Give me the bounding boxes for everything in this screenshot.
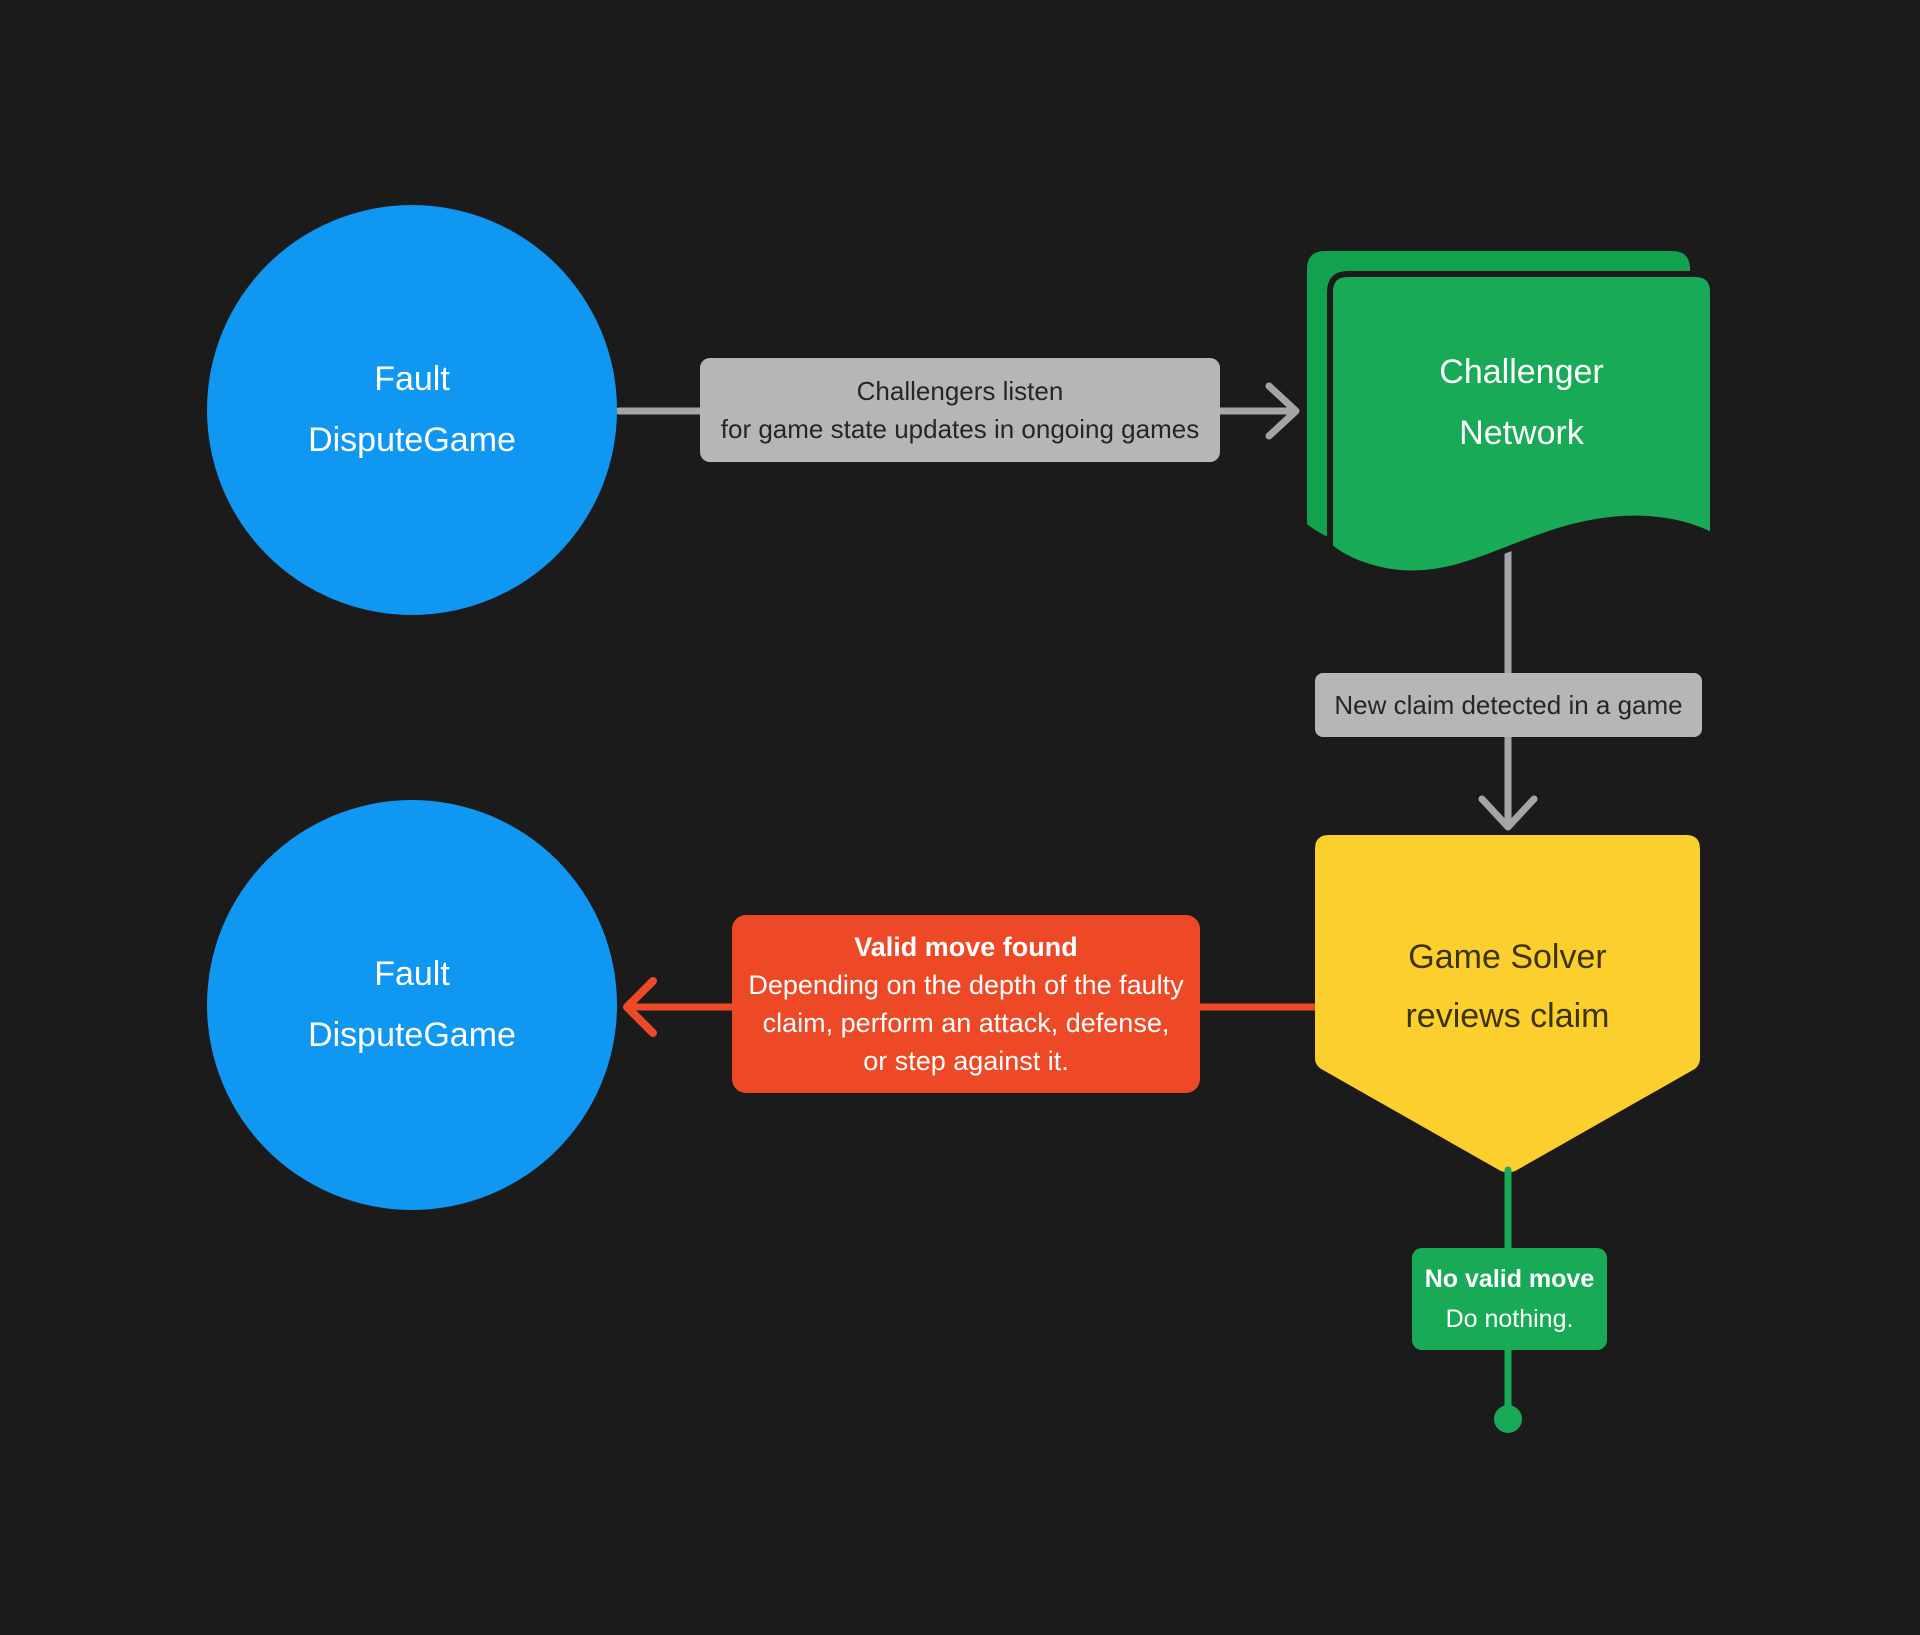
terminal-dot-icon [1494, 1405, 1522, 1433]
edge-label-line: New claim detected in a game [1334, 690, 1683, 720]
node-label-line: Fault [374, 955, 450, 993]
node-label-line: Challenger [1439, 353, 1604, 391]
callout-valid-move: Valid move found Depending on the depth … [732, 915, 1200, 1093]
node-label-line: DisputeGame [308, 421, 516, 459]
callout-no-valid-move: No valid move Do nothing. [1412, 1248, 1607, 1350]
node-fault-dispute-game-top: Fault DisputeGame [207, 205, 617, 615]
node-fault-dispute-game-bottom: Fault DisputeGame [207, 800, 617, 1210]
node-label-line: Network [1459, 414, 1584, 452]
node-label-line: Game Solver [1408, 938, 1607, 976]
callout-body-line: claim, perform an attack, defense, [762, 1008, 1170, 1038]
callout-body-line: Depending on the depth of the faulty [748, 970, 1184, 1000]
challenger-network-shape [1307, 251, 1716, 577]
node-game-solver: Game Solver reviews claim [1315, 928, 1700, 1046]
callout-title: Valid move found [854, 932, 1078, 962]
node-label-line: DisputeGame [308, 1016, 516, 1054]
node-label-line: reviews claim [1405, 997, 1610, 1035]
node-label-line: Fault [374, 360, 450, 398]
edge-label-challengers-listen: Challengers listen for game state update… [700, 358, 1220, 462]
edge-label-line: Challengers listen [856, 376, 1064, 406]
callout-body-line: Do nothing. [1445, 1305, 1574, 1333]
game-solver-shape [1315, 835, 1700, 1173]
callout-title: No valid move [1424, 1265, 1595, 1293]
edge-label-new-claim: New claim detected in a game [1315, 673, 1702, 737]
arrow-down-icon [1478, 795, 1538, 831]
arrow-left-icon [623, 977, 657, 1037]
arrow-right-icon [1265, 382, 1300, 440]
document-front-shape [1327, 271, 1716, 577]
node-challenger-network: Challenger Network [1330, 342, 1713, 464]
callout-body-line: or step against it. [863, 1046, 1069, 1076]
edge-label-line: for game state updates in ongoing games [720, 414, 1200, 444]
